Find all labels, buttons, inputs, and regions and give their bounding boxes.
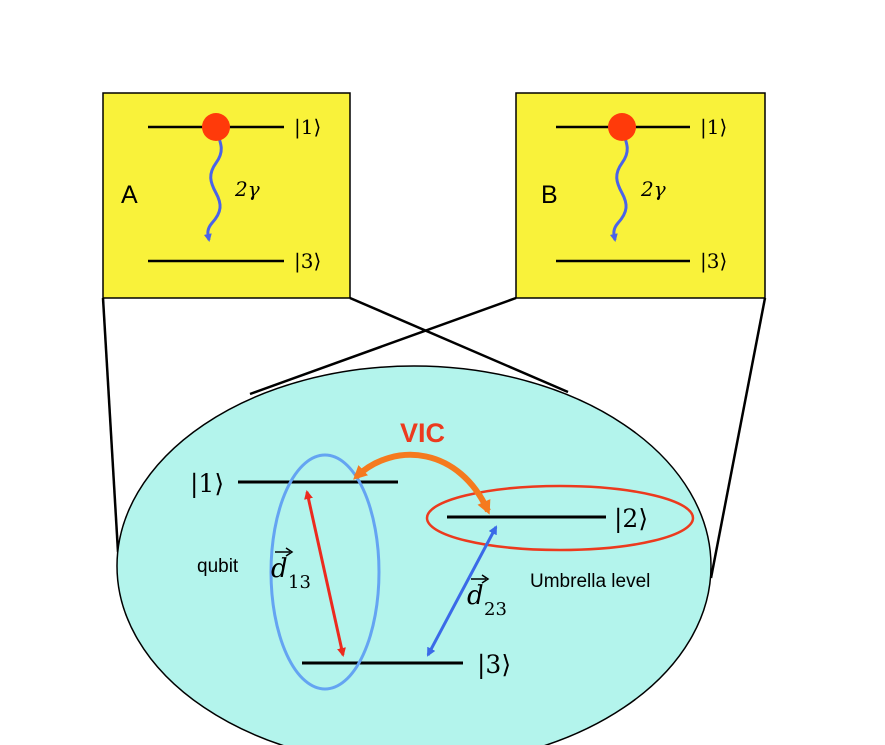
umbrella-level-label: Umbrella level	[530, 571, 650, 592]
panel-b-decay-arrow	[609, 129, 629, 242]
panel-b-upper-ket: |1⟩	[700, 115, 727, 140]
d13-label: d 13	[271, 547, 311, 593]
panel-b: B 2γ |1⟩ |3⟩	[515, 92, 766, 299]
d13-vector-arrowhead	[285, 547, 294, 557]
panel-a-atom	[202, 113, 230, 141]
panel-a-decay-arrow	[203, 129, 223, 242]
panel-b-lower-ket: |3⟩	[700, 249, 727, 274]
projection-line-b-left	[249, 296, 517, 396]
panel-b-label: B	[541, 181, 558, 209]
projection-line-b-right	[709, 297, 767, 579]
d23-subscript: 23	[484, 599, 507, 620]
panel-b-decay-rate: 2γ	[640, 177, 666, 201]
panel-a-upper-ket: |1⟩	[294, 115, 321, 140]
vic-label: VIC	[400, 418, 445, 448]
d23-label: d 23	[467, 574, 507, 620]
d13-symbol: d	[271, 554, 288, 584]
umbrella-ring	[425, 484, 695, 552]
d13-subscript: 13	[288, 572, 311, 593]
detail-view: VIC |1⟩ |2⟩ |3⟩ qubit Umbrella level d 1…	[116, 365, 712, 745]
panel-b-atom	[608, 113, 636, 141]
qubit-ring	[269, 453, 381, 691]
projection-line-a-right	[349, 296, 569, 394]
panel-a-label: A	[121, 181, 138, 209]
d23-vector-arrowhead	[481, 574, 490, 584]
qubit-label: qubit	[197, 556, 239, 577]
panel-a-decay-rate: 2γ	[234, 177, 260, 201]
level-2-ket: |2⟩	[614, 504, 648, 534]
panel-a: A 2γ |1⟩ |3⟩	[102, 92, 351, 299]
level-1-ket: |1⟩	[190, 469, 224, 499]
level-3-ket: |3⟩	[477, 650, 511, 680]
d23-arrow	[426, 525, 498, 657]
detail-ellipse	[116, 365, 712, 745]
vic-arrow	[353, 452, 491, 515]
projection-lines	[101, 296, 767, 579]
projection-line-a-left	[101, 297, 120, 553]
d13-arrow	[304, 490, 346, 657]
panel-a-lower-ket: |3⟩	[294, 249, 321, 274]
d23-symbol: d	[467, 581, 484, 611]
